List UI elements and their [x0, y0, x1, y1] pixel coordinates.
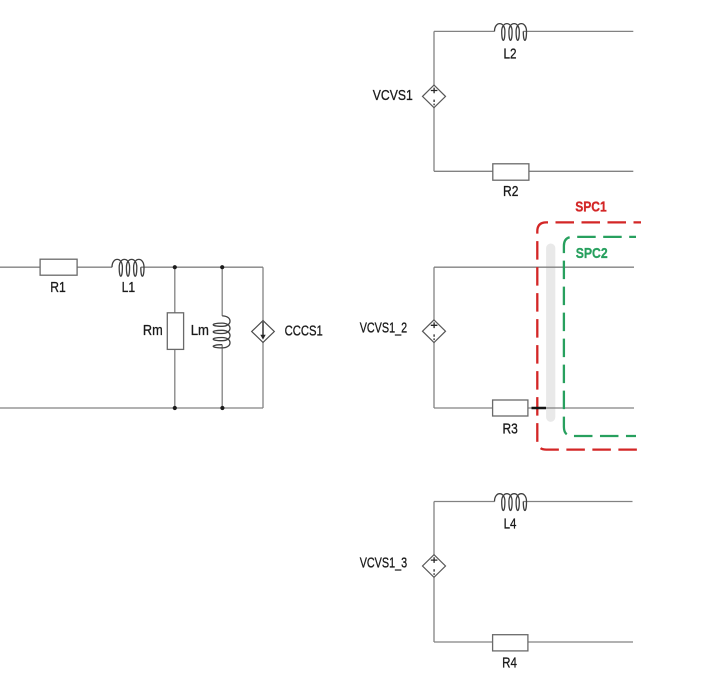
svg-text:Rm: Rm: [143, 322, 163, 339]
svg-text:VCVS1_3: VCVS1_3: [360, 555, 407, 572]
svg-text:VCVS1_2: VCVS1_2: [360, 320, 407, 337]
svg-text:R3: R3: [503, 420, 518, 437]
svg-text:R1: R1: [50, 279, 65, 296]
svg-text:Lm: Lm: [191, 322, 209, 339]
svg-text:VCVS1: VCVS1: [373, 87, 413, 104]
svg-text:R4: R4: [502, 655, 517, 672]
svg-text:SPC1: SPC1: [575, 198, 607, 215]
svg-text:CCCS1: CCCS1: [285, 322, 323, 339]
svg-text:L1: L1: [122, 279, 136, 296]
svg-text:R2: R2: [503, 183, 518, 200]
svg-text:L4: L4: [504, 515, 517, 532]
svg-text:L2: L2: [504, 46, 517, 63]
svg-text:SPC2: SPC2: [576, 245, 608, 262]
